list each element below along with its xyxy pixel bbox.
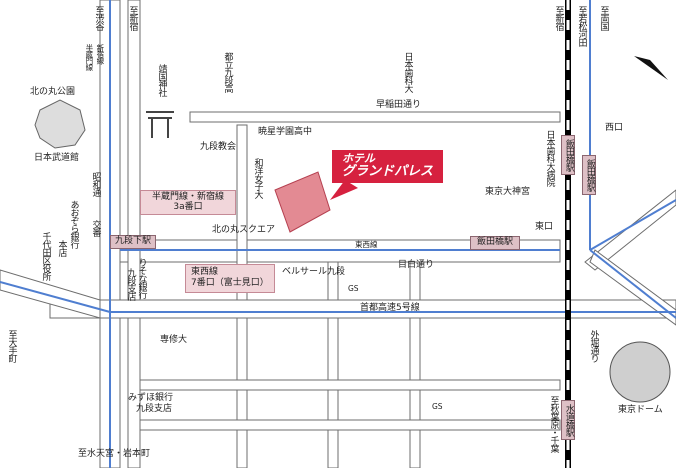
label-resona-branch: 九段支店 (125, 268, 136, 300)
label-kitanomaru-square: 北の丸スクエア (212, 225, 276, 235)
north-arrow-icon (634, 56, 668, 80)
hotel-label[interactable]: ホテル グランドパレス (332, 150, 444, 184)
station-kudanshita[interactable]: 九段下駅 (110, 235, 157, 249)
label-expressway-5: 首都高速5号線 (360, 303, 420, 313)
label-tokyo-dome: 東京ドーム (618, 405, 663, 415)
label-nihon-dental: 日本歯科大 (402, 52, 413, 92)
label-sotobori: 外堀通り (588, 330, 599, 362)
budokan-shape (34, 99, 86, 149)
road-sotobori-se (589, 249, 676, 326)
torii-icon (146, 111, 174, 138)
label-tokyo-daijingu: 東京大神宮 (485, 187, 531, 197)
label-bellesalle: ベルサール九段 (282, 267, 346, 277)
station-iidabashi-jr[interactable]: 飯田橋駅 (561, 135, 575, 175)
road-waseda (189, 111, 561, 123)
label-resona: りそな銀行 (136, 258, 147, 298)
road-to-otemachi (0, 269, 101, 319)
hotel-pointer-icon (330, 180, 358, 200)
label-shinjuku-line: 新宿線 (95, 44, 105, 64)
label-koban: 交番 (90, 220, 101, 236)
route-line-ne (589, 199, 676, 251)
label-senshu: 専修大 (160, 335, 188, 345)
road-expressway (49, 299, 676, 319)
label-waseda-street: 早稲田通り (376, 100, 422, 110)
exit-hanzomon-box[interactable]: 半蔵門線・新宿線 3a番口 (140, 190, 236, 215)
exit-tozai-box[interactable]: 東西線 7番口（富士見口） (185, 264, 275, 293)
hotel-building-icon (274, 171, 331, 233)
road-center-vertical (236, 124, 248, 468)
label-tozai-line: 東西線 (355, 240, 378, 249)
road-sotobori-ne (584, 189, 676, 271)
route-line-expressway-west (0, 281, 111, 313)
label-hanzomon-line: 半蔵門線 (84, 44, 94, 70)
label-chiyoda-office: 千代田区役所 (40, 232, 51, 280)
label-to-shinjuku-2: 至新宿 (553, 6, 564, 30)
label-kitanomaru-park: 北の丸公園 (30, 87, 76, 97)
label-to-shibuya: 至渋谷 (93, 6, 104, 30)
label-west-exit: 西口 (605, 123, 624, 133)
label-mizuho-branch: 九段支店 (136, 404, 173, 414)
label-to-otemachi: 至大手町 (6, 330, 17, 362)
station-suidobashi[interactable]: 水道橋駅 (561, 400, 575, 440)
road-vertical-mid (327, 261, 339, 468)
label-gs-2: GS (432, 402, 443, 411)
road-lower-1 (139, 379, 561, 391)
road-lower-2 (139, 419, 561, 431)
label-east-exit: 東口 (535, 222, 554, 232)
exit-hanzomon-line1: 半蔵門線・新宿線 (151, 192, 224, 202)
label-to-shinjuku: 至新宿 (127, 6, 138, 30)
label-mejiro-street: 目白通り (398, 260, 435, 270)
hotel-label-line2: グランドパレス (342, 164, 434, 180)
label-showa-street: 昭和通 (90, 172, 101, 196)
hotel-label-line1: ホテル (342, 152, 375, 165)
label-gs-1: GS (348, 284, 359, 293)
label-nihon-dental-hosp: 日本歯科大病院 (544, 130, 555, 186)
label-to-suitengu: 至水天宮・岩本町 (78, 449, 151, 459)
label-gyosei: 暁星学園高中 (258, 127, 313, 137)
exit-hanzomon-line2: 3a番口 (173, 202, 203, 213)
exit-tozai-line1: 東西線 (191, 267, 219, 277)
tokyo-dome-shape (609, 341, 671, 403)
label-to-wakamatsu: 至若松河田 (576, 6, 587, 46)
label-kudan-hs: 都立九段高 (222, 52, 233, 92)
exit-tozai-line2: 7番口（富士見口） (191, 278, 269, 289)
label-to-akihabara: 至秋葉原・千葉 (548, 396, 559, 452)
station-iidabashi-label[interactable]: 飯田橋駅 (470, 236, 521, 250)
label-mizuho: みずほ銀行 (128, 393, 174, 403)
label-aozora: あおぞら銀行 (68, 200, 79, 248)
label-kudan-church: 九段教会 (200, 142, 237, 152)
station-iidabashi[interactable]: 飯田橋駅 (582, 155, 596, 195)
label-budokan: 日本武道館 (34, 153, 80, 163)
label-to-ryogoku: 至両国 (598, 6, 609, 30)
road-vertical-right (409, 261, 421, 468)
route-line-se (589, 249, 676, 319)
label-wayo: 和洋女子大 (252, 158, 263, 198)
label-yasukuni: 靖国神社 (156, 64, 167, 96)
label-aozora-hq: 本店 (56, 240, 67, 256)
